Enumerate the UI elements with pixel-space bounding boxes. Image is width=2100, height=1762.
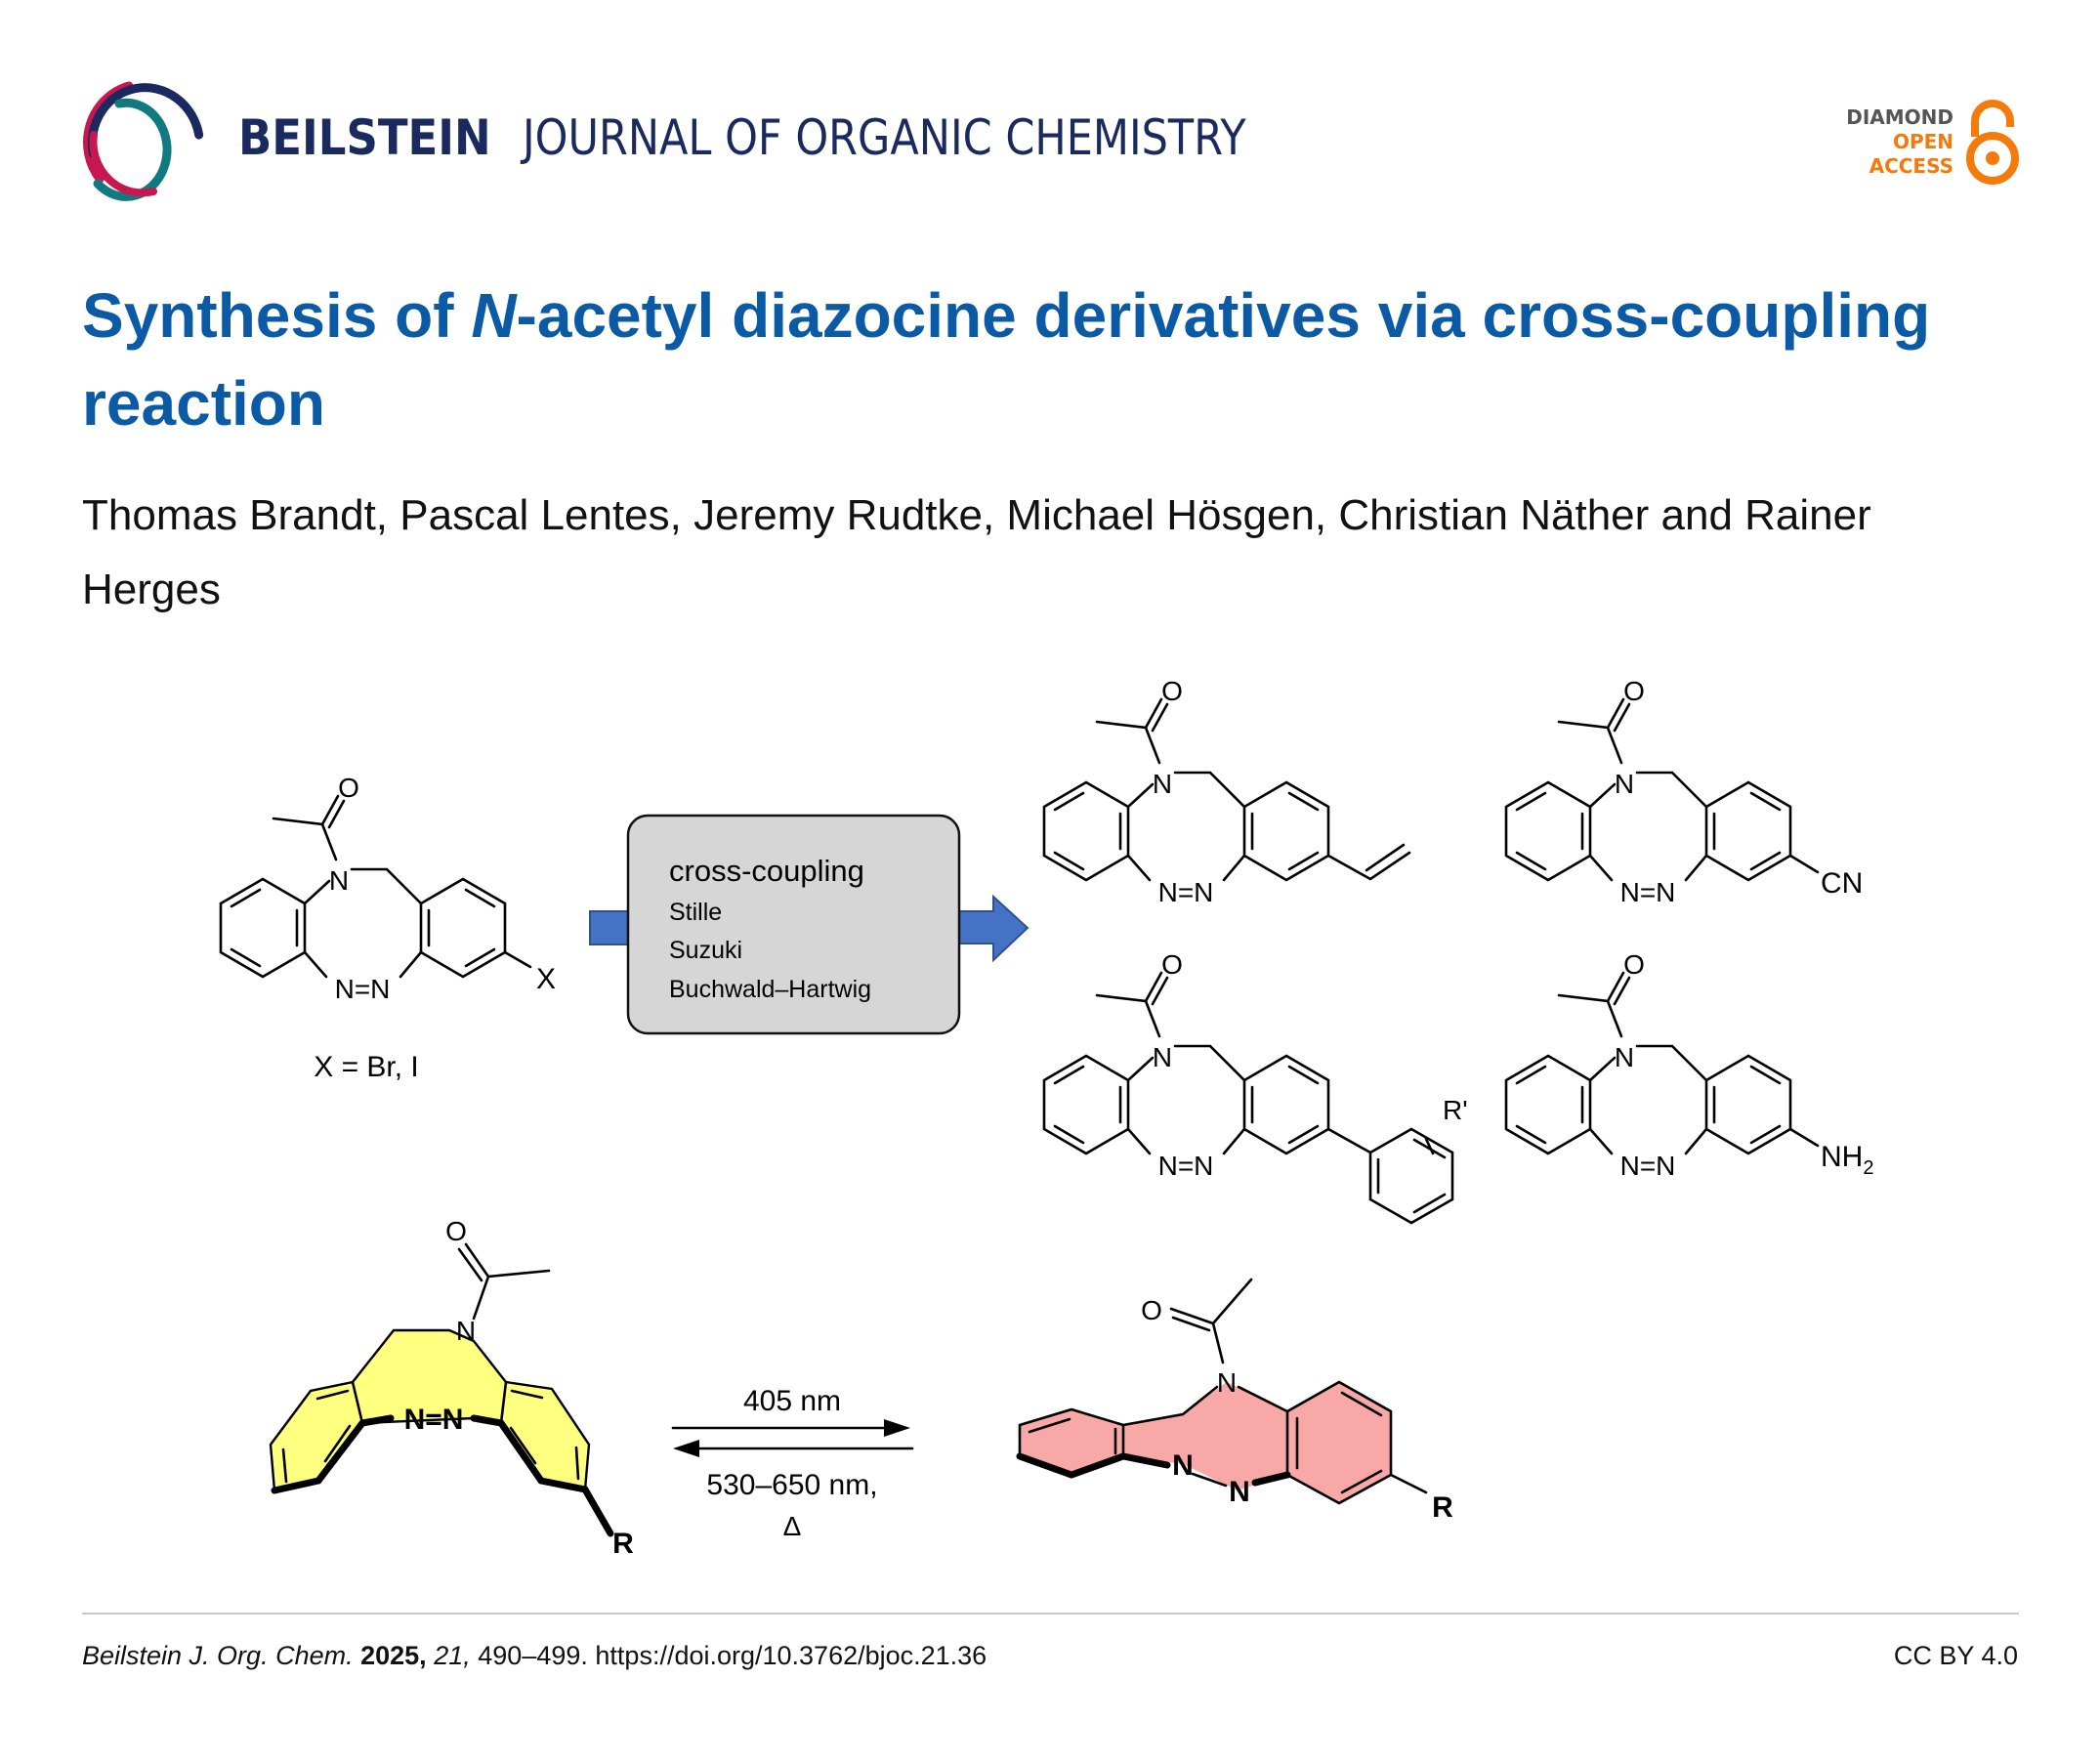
svg-text:N: N <box>1172 1449 1194 1482</box>
article-title: Synthesis of N-acetyl diazocine derivati… <box>82 280 1931 439</box>
svg-text:O: O <box>1623 949 1645 980</box>
footer-divider <box>82 1613 2019 1615</box>
reaction-conditions-box <box>626 814 961 1035</box>
svg-text:N=N: N=N <box>1158 1151 1214 1181</box>
trans-isomer: O N N N R <box>1016 1278 1453 1524</box>
open-access-lock-icon <box>1966 100 2019 185</box>
atom-n: N <box>329 865 349 896</box>
equilibrium-arrows: 405 nm 530–650 nm, Δ <box>671 1385 914 1541</box>
svg-text:N: N <box>1153 769 1172 799</box>
svg-text:N: N <box>1217 1367 1237 1398</box>
azo-label: N=N <box>335 974 391 1004</box>
article-authors: Thomas Brandt, Pascal Lentes, Jeremy Rud… <box>82 491 1871 613</box>
substituent-x: X <box>536 963 556 995</box>
svg-text:O: O <box>1161 676 1183 706</box>
product-cyano: N O N=N CN <box>1504 676 1863 907</box>
forward-condition: 405 nm <box>743 1385 841 1417</box>
journal-name: BEILSTEIN JOURNAL OF ORGANIC CHEMISTRY <box>238 109 1365 166</box>
oa-diamond: DIAMOND <box>1846 105 1953 129</box>
cis-isomer: O N N=N R <box>269 1216 634 1560</box>
cyano-label: CN <box>1821 867 1863 900</box>
x-definition: X = Br, I <box>314 1051 419 1083</box>
atom-o: O <box>338 773 359 803</box>
svg-text:N: N <box>1615 1042 1634 1072</box>
svg-text:N: N <box>1229 1476 1250 1508</box>
svg-text:N: N <box>1615 769 1634 799</box>
citation-pages: 490–499. <box>478 1641 588 1670</box>
diamond-open-access-badge: DIAMOND OPEN ACCESS <box>1846 105 1953 179</box>
heat-symbol: Δ <box>783 1511 802 1541</box>
doi-link[interactable]: https://doi.org/10.3762/bjoc.21.36 <box>595 1641 987 1670</box>
svg-text:N=N: N=N <box>1620 1151 1676 1181</box>
oa-open: OPEN <box>1892 130 1953 153</box>
svg-text:O: O <box>1141 1295 1162 1325</box>
product-amine: N O N=N NH2 <box>1504 949 1873 1181</box>
beilstein-logo <box>83 81 204 201</box>
journal-name-rest: JOURNAL OF ORGANIC CHEMISTRY <box>523 109 1246 166</box>
r-label: R <box>612 1528 634 1560</box>
method-suzuki: Suzuki <box>669 937 742 964</box>
backward-condition: 530–650 nm, <box>706 1469 877 1501</box>
license: CC BY 4.0 <box>1893 1641 2018 1670</box>
arrow-out-icon <box>958 894 1029 963</box>
method-buchwald-hartwig: Buchwald–Hartwig <box>669 976 871 1003</box>
svg-text:O: O <box>445 1216 467 1246</box>
oa-access: ACCESS <box>1869 154 1953 178</box>
svg-text:N=N: N=N <box>1158 877 1214 907</box>
svg-text:O: O <box>1623 676 1645 706</box>
method-stille: Stille <box>669 899 722 926</box>
svg-text:N=N: N=N <box>1620 877 1676 907</box>
azo-label: N=N <box>404 1404 464 1436</box>
citation-year: 2025, <box>360 1641 427 1670</box>
product-aryl: N O N=N R' <box>1042 949 1468 1225</box>
svg-text:N: N <box>456 1316 476 1346</box>
arrow-in-icon <box>589 910 630 945</box>
citation-volume: 21, <box>434 1641 471 1670</box>
citation-journal: Beilstein J. Org. Chem. <box>82 1641 354 1670</box>
citation: Beilstein J. Org. Chem. 2025, 21, 490–49… <box>82 1641 987 1671</box>
journal-name-bold: BEILSTEIN <box>238 109 491 166</box>
amine-label: NH2 <box>1821 1141 1873 1179</box>
svg-text:O: O <box>1161 949 1183 980</box>
product-vinyl: N O N=N <box>1042 676 1411 907</box>
box-title: cross-coupling <box>669 854 864 888</box>
r-prime-label: R' <box>1443 1095 1468 1125</box>
svg-text:N: N <box>1153 1042 1172 1072</box>
svg-text:R: R <box>1432 1491 1453 1524</box>
starting-material: N O N=N X X = Br, I <box>219 773 556 1083</box>
